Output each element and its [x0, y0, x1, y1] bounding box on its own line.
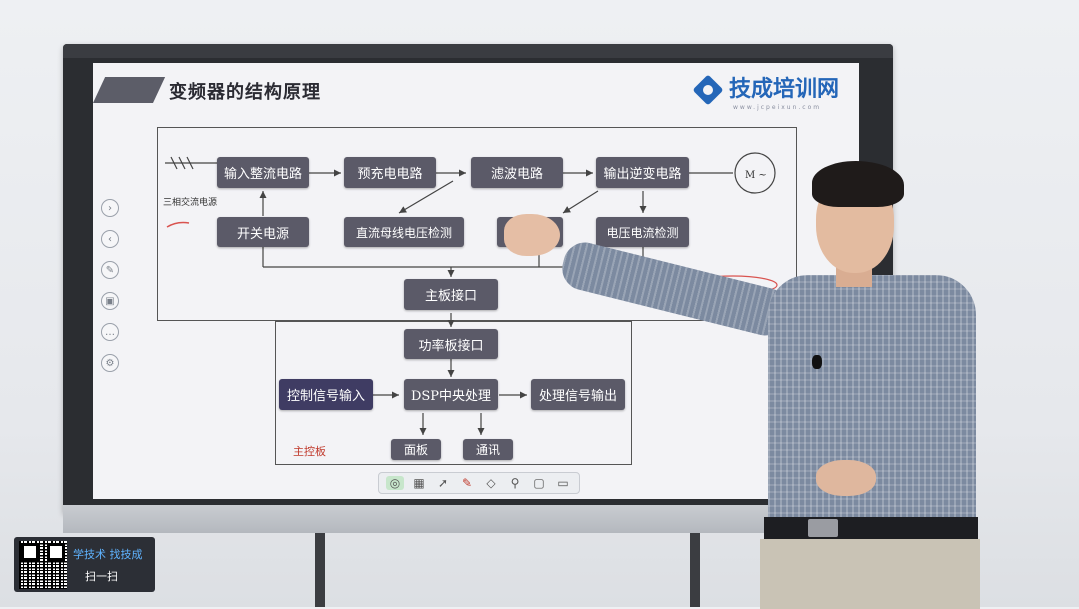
node-panel: 面板 — [391, 439, 441, 460]
image-icon[interactable]: ▣ — [101, 292, 119, 310]
node-dsp: DSP中央处理 — [404, 379, 498, 410]
pen-icon[interactable]: ✎ — [461, 476, 473, 490]
presenter-hand — [816, 460, 876, 496]
qr-badge[interactable]: 学技术 找技成 扫一扫 — [14, 537, 155, 592]
node-rectifier: 输入整流电路 — [217, 157, 309, 188]
slide-title: 变频器的结构原理 — [169, 82, 321, 103]
stand-leg-left — [315, 533, 325, 607]
clear-icon[interactable]: ◇ — [486, 476, 496, 490]
presenter-pants — [760, 539, 980, 609]
logo-text: 技成培训网 — [729, 77, 840, 102]
zoom-icon[interactable]: ⚲ — [510, 476, 520, 490]
power-board-outline — [157, 127, 797, 321]
node-filter: 滤波电路 — [471, 157, 563, 188]
screen-icon[interactable]: ▭ — [557, 476, 569, 490]
side-toolbar: › ‹ ✎ ▣ … ⚙ — [101, 199, 121, 385]
prev-icon[interactable]: › — [101, 199, 119, 217]
back-icon[interactable]: ‹ — [101, 230, 119, 248]
qr-code-icon[interactable] — [19, 540, 67, 589]
qr-slogan: 学技术 找技成 — [73, 547, 143, 561]
belt-buckle — [808, 519, 838, 537]
presenter — [557, 155, 990, 609]
brand-logo: 技成培训网 — [692, 74, 840, 106]
qr-scan-label: 扫一扫 — [85, 569, 118, 583]
stand-leg-right — [690, 533, 700, 607]
node-powerboard-interface: 功率板接口 — [404, 329, 498, 359]
chat-icon[interactable]: ▢ — [533, 476, 545, 490]
presenter-belt — [764, 517, 978, 539]
board-bezel — [63, 44, 893, 58]
pen-icon[interactable]: ✎ — [101, 261, 119, 279]
node-inverter: 输出逆变电路 — [596, 157, 689, 188]
node-mainboard-interface: 主板接口 — [404, 279, 498, 310]
main-board-label: 主控板 — [293, 445, 326, 458]
node-vi-detect: 电压电流检测 — [596, 217, 689, 247]
more-icon[interactable]: … — [101, 323, 119, 341]
input-label: 三相交流电源 — [163, 198, 218, 208]
pointer-icon[interactable]: ➚ — [437, 476, 449, 490]
node-switch-power: 开关电源 — [217, 217, 309, 247]
svg-text:M ~: M ~ — [745, 170, 767, 181]
pointing-hand — [504, 214, 560, 256]
board-stand — [63, 505, 893, 533]
grid-icon[interactable]: ▦ — [413, 476, 425, 490]
presenter-hair — [812, 161, 904, 207]
node-processed-output: 处理信号输出 — [531, 379, 625, 410]
annotation-toolbar: ◎ ▦ ➚ ✎ ◇ ⚲ ▢ ▭ — [378, 472, 580, 494]
node-precharge: 预充电电路 — [344, 157, 436, 188]
eraser-icon[interactable]: ◎ — [386, 476, 404, 490]
presenter-shirt — [768, 275, 976, 535]
node-comm: 通讯 — [463, 439, 513, 460]
logo-url: www.jcpeixun.com — [733, 104, 822, 111]
lapel-mic-icon — [812, 355, 822, 369]
settings-icon[interactable]: ⚙ — [101, 354, 119, 372]
node-dc-bus-detect: 直流母线电压检测 — [344, 217, 464, 247]
node-control-input: 控制信号输入 — [279, 379, 373, 410]
